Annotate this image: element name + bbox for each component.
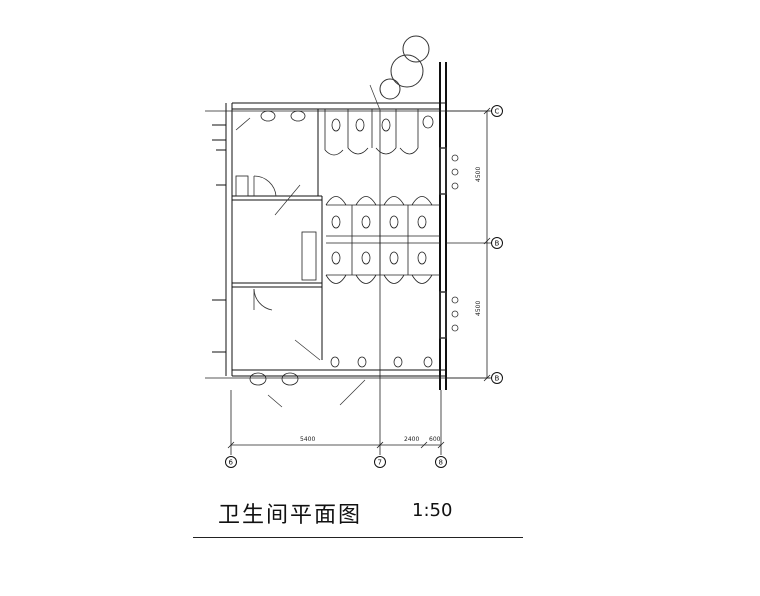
grid-axis-lines — [205, 110, 490, 455]
drawing-scale: 1:50 — [412, 500, 453, 521]
axis-label-B2: B — [495, 375, 500, 383]
door-swings — [235, 117, 277, 311]
dimension-texts: 5400 2400 600 4500 4500 — [300, 167, 482, 443]
axis-label-B1: B — [495, 240, 500, 248]
dimension-bottom-3: 600 — [429, 436, 441, 443]
dimension-lines — [227, 107, 491, 449]
drawing-title: 卫生间平面图 — [218, 503, 363, 528]
sink-fixtures — [235, 110, 317, 386]
window-markers — [439, 147, 459, 339]
grid-axis-markers: C B B 6 7 8 — [225, 105, 503, 468]
axis-label-6: 6 — [229, 459, 234, 467]
annotation-leaders — [267, 84, 381, 408]
dimension-right-2: 4500 — [475, 301, 482, 316]
title-underline — [193, 537, 523, 538]
tree-symbols — [379, 35, 430, 100]
dimension-right-1: 4500 — [475, 167, 482, 182]
axis-label-8: 8 — [439, 459, 443, 467]
axis-label-C: C — [495, 108, 500, 116]
dimension-bottom-2: 2400 — [404, 436, 419, 443]
dimension-bottom-1: 5400 — [300, 436, 315, 443]
toilet-stalls — [324, 109, 440, 368]
axis-label-7: 7 — [378, 459, 382, 467]
